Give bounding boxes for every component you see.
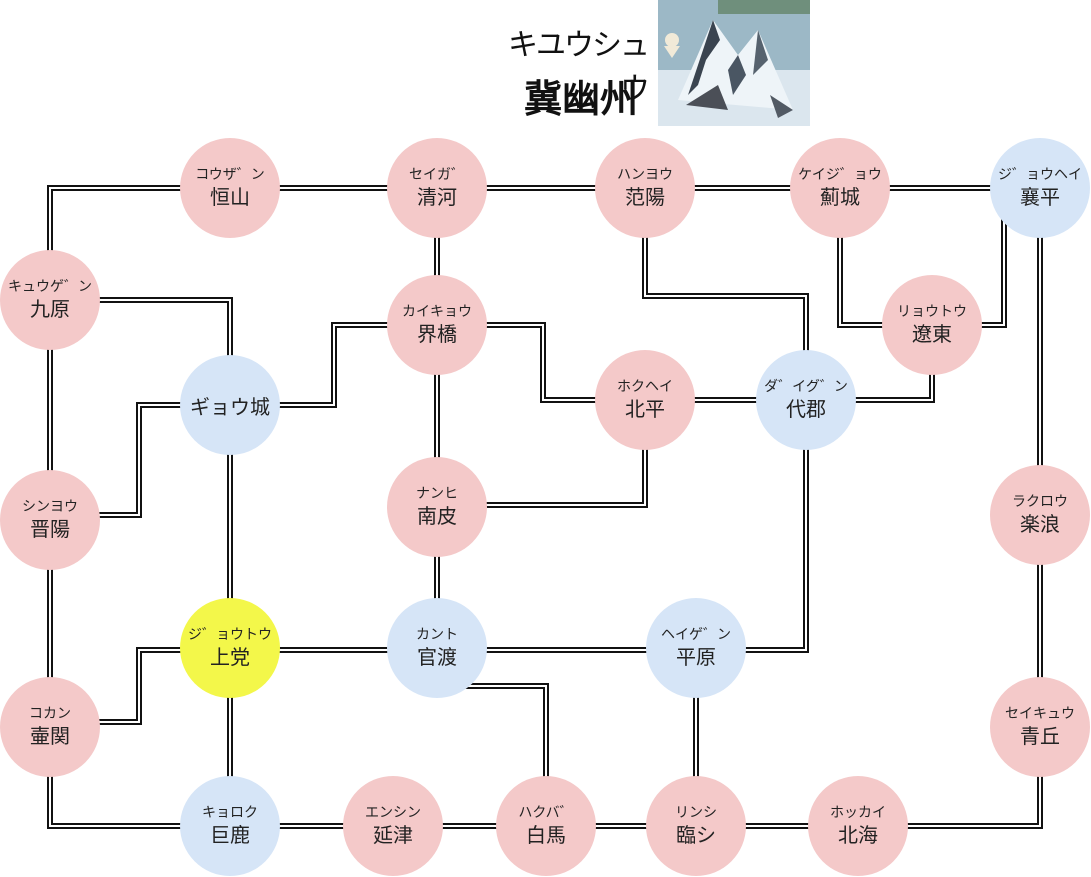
- city-ruby: カイキョウ: [402, 304, 472, 320]
- province-map-thumbnail[interactable]: [658, 0, 810, 126]
- city-kanto[interactable]: カント 官渡: [387, 598, 487, 698]
- city-name: 楽浪: [1020, 512, 1060, 536]
- city-ruby: エンシン: [365, 805, 421, 821]
- city-name: 官渡: [417, 645, 457, 669]
- city-name: 北平: [625, 397, 665, 421]
- city-kokan[interactable]: コカン 壷関: [0, 677, 100, 777]
- city-name: 晋陽: [30, 517, 70, 541]
- city-name: 臨シ: [676, 823, 716, 847]
- province-title: 冀幽州: [523, 77, 638, 121]
- city-name: 襄平: [1020, 185, 1060, 209]
- city-kaikyou[interactable]: カイキョウ 界橋: [387, 275, 487, 375]
- city-ruby: ハクバ゛: [518, 805, 574, 821]
- city-ryoutou[interactable]: リョウトウ 遼東: [882, 275, 982, 375]
- city-ruby: セイキュウ: [1005, 706, 1075, 722]
- city-name: 南皮: [417, 504, 457, 528]
- city-name: 青丘: [1020, 724, 1060, 748]
- city-hokuhei[interactable]: ホクヘイ 北平: [595, 350, 695, 450]
- city-hakuba[interactable]: ハクバ゛ 白馬: [496, 776, 596, 876]
- city-name: 代郡: [786, 397, 826, 421]
- city-name: 遼東: [912, 322, 952, 346]
- city-daigun[interactable]: ダ゛イグ゛ン 代郡: [756, 350, 856, 450]
- city-ruby: コウザ゛ン: [195, 167, 265, 183]
- city-hanyou[interactable]: ハンヨウ 范陽: [595, 138, 695, 238]
- city-kyoroku[interactable]: キョロク 巨鹿: [180, 776, 280, 876]
- city-ruby: コカン: [29, 706, 71, 722]
- city-name: 范陽: [625, 185, 665, 209]
- city-nanhi[interactable]: ナンヒ 南皮: [387, 457, 487, 557]
- city-ruby: キュウゲ゛ン: [8, 279, 92, 295]
- city-ruby: ナンヒ: [416, 486, 458, 502]
- city-seikyuu[interactable]: セイキュウ 青丘: [990, 677, 1090, 777]
- city-ruby: ジ゛ョウトウ: [188, 627, 272, 643]
- city-name: 九原: [30, 297, 70, 321]
- city-ruby: セイガ゛: [409, 167, 465, 183]
- city-ruby: ジ゛ョウヘイ: [998, 167, 1082, 183]
- city-enshin[interactable]: エンシン 延津: [343, 776, 443, 876]
- city-ruby: ホクヘイ: [617, 379, 673, 395]
- city-heigen[interactable]: ヘイゲ゛ン 平原: [646, 598, 746, 698]
- city-rinshi[interactable]: リンシ 臨シ: [646, 776, 746, 876]
- city-name: 平原: [676, 645, 716, 669]
- city-name: 白馬: [526, 823, 566, 847]
- city-shinyou[interactable]: シンヨウ 晋陽: [0, 470, 100, 570]
- city-name: 薊城: [820, 185, 860, 209]
- city-ruby: ハンヨウ: [617, 167, 673, 183]
- city-name: 恒山: [210, 185, 250, 209]
- city-kyuugen[interactable]: キュウゲ゛ン 九原: [0, 250, 100, 350]
- city-ruby: ヘイゲ゛ン: [661, 627, 731, 643]
- city-rakurou[interactable]: ラクロウ 楽浪: [990, 465, 1090, 565]
- city-name: 巨鹿: [210, 823, 250, 847]
- city-ruby: ホッカイ: [830, 805, 886, 821]
- city-gyou[interactable]: ギョウ城: [180, 355, 280, 455]
- city-ruby: ケイジ゛ョウ: [798, 167, 882, 183]
- city-ruby: カント: [416, 627, 458, 643]
- city-ruby: リンシ: [675, 805, 717, 821]
- province-kana-title: キユウシュウ: [508, 28, 650, 107]
- city-ruby: シンヨウ: [22, 499, 78, 515]
- city-name: 清河: [417, 185, 457, 209]
- city-name: 壷関: [30, 724, 70, 748]
- city-name: 界橋: [417, 322, 457, 346]
- city-seiga[interactable]: セイガ゛ 清河: [387, 138, 487, 238]
- city-keijou[interactable]: ケイジ゛ョウ 薊城: [790, 138, 890, 238]
- city-name: ギョウ城: [190, 394, 270, 419]
- city-jouhei[interactable]: ジ゛ョウヘイ 襄平: [990, 138, 1090, 238]
- city-joutou[interactable]: ジ゛ョウトウ 上党: [180, 598, 280, 698]
- city-name: 北海: [838, 823, 878, 847]
- city-ruby: キョロク: [202, 805, 258, 821]
- city-ruby: ラクロウ: [1012, 494, 1068, 510]
- city-name: 延津: [373, 823, 413, 847]
- city-ruby: リョウトウ: [897, 304, 967, 320]
- city-hokkai[interactable]: ホッカイ 北海: [808, 776, 908, 876]
- city-kouzan[interactable]: コウザ゛ン 恒山: [180, 138, 280, 238]
- city-name: 上党: [210, 645, 250, 669]
- city-ruby: ダ゛イグ゛ン: [764, 379, 848, 395]
